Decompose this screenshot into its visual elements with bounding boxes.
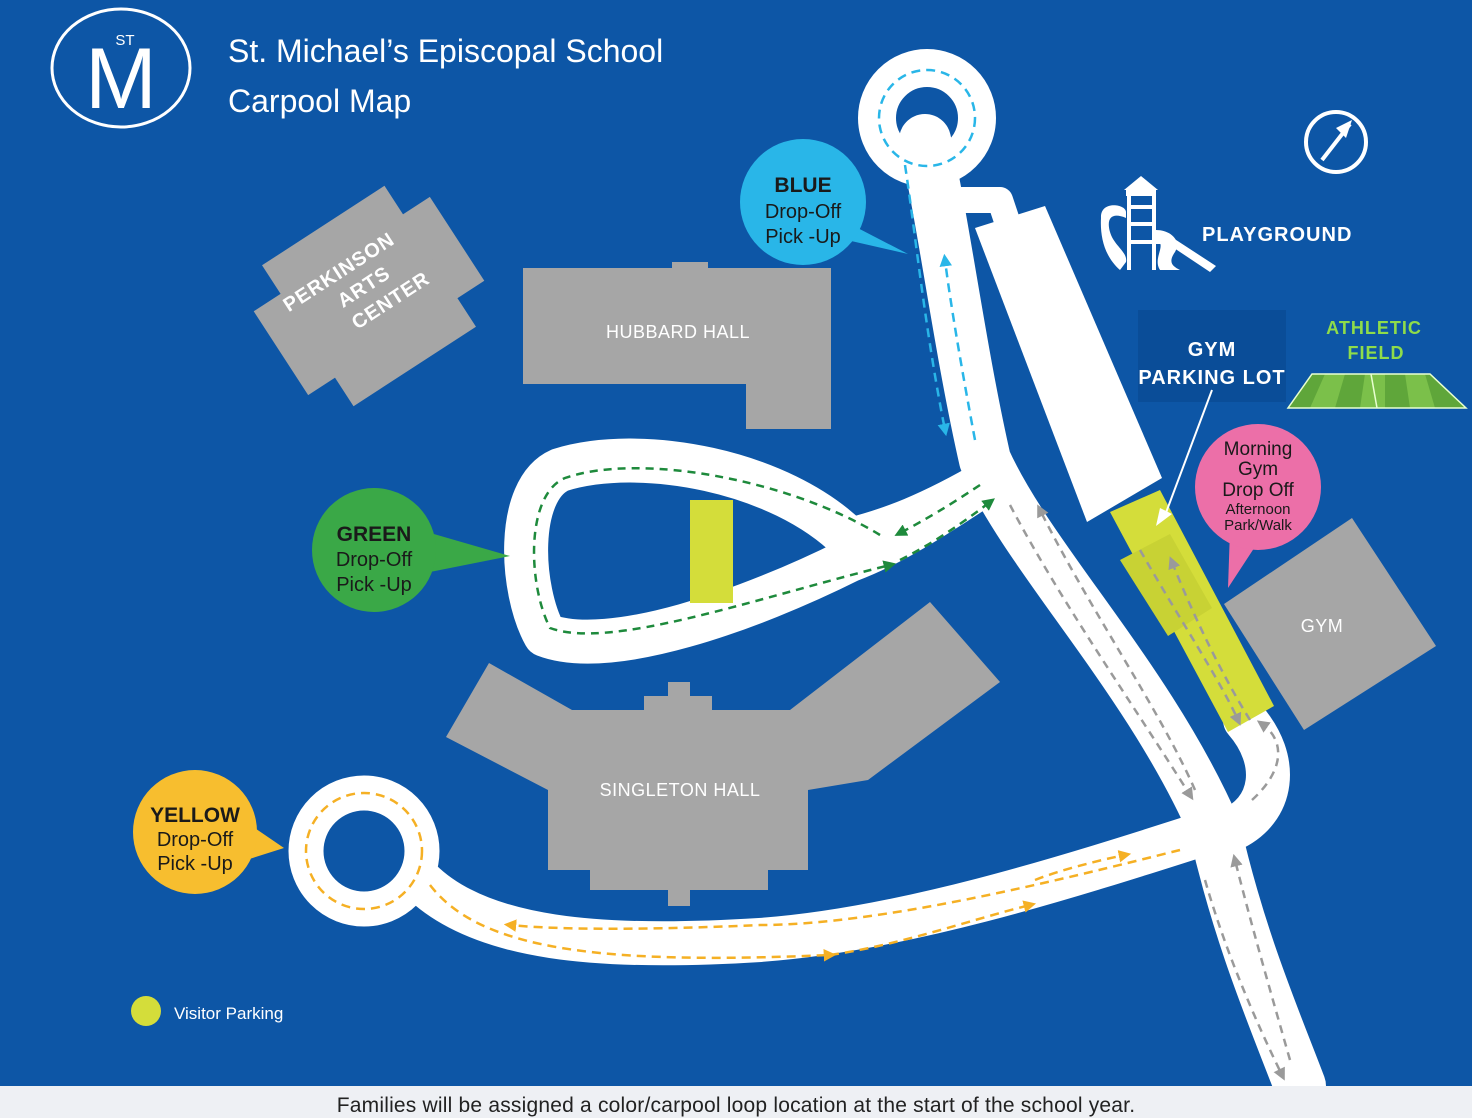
gym-lot-label-line2: PARKING LOT bbox=[1138, 367, 1285, 389]
footer: Families will be assigned a color/carpoo… bbox=[0, 1086, 1472, 1118]
carpool-map: PERKINSON ARTS CENTER HUBBARD HALL SINGL… bbox=[0, 0, 1472, 1086]
gym-lot-pointer bbox=[1163, 389, 1213, 519]
athletic-field-label-line1: ATHLETIC bbox=[1326, 318, 1422, 338]
singleton-hall-label: SINGLETON HALL bbox=[600, 780, 761, 800]
yellow-route bbox=[304, 791, 1181, 962]
blue-callout-line2: Pick -Up bbox=[765, 226, 841, 248]
perkinson-arts-center: PERKINSON ARTS CENTER bbox=[253, 185, 485, 407]
blue-callout-line1: Drop-Off bbox=[765, 201, 842, 223]
visitor-parking-legend-label: Visitor Parking bbox=[174, 1004, 283, 1023]
gym-lot-label-box bbox=[1138, 310, 1286, 402]
gym-building: GYM bbox=[1224, 518, 1436, 730]
logo-letter: M bbox=[85, 31, 157, 127]
gym-callout-line2: Gym bbox=[1238, 459, 1278, 480]
blue-callout-title: BLUE bbox=[774, 174, 831, 197]
singleton-hall: SINGLETON HALL bbox=[446, 602, 1000, 906]
green-callout-line2: Pick -Up bbox=[336, 574, 412, 596]
green-callout-line1: Drop-Off bbox=[336, 549, 413, 571]
gym-callout-line4: Afternoon bbox=[1225, 501, 1290, 518]
playground-icon bbox=[1100, 176, 1216, 272]
blue-route bbox=[877, 68, 977, 441]
yellow-callout-title: YELLOW bbox=[150, 804, 240, 827]
roads bbox=[288, 49, 1326, 1086]
logo-superscript: ST bbox=[115, 32, 134, 49]
yellow-callout-line1: Drop-Off bbox=[157, 829, 234, 851]
playground-label: PLAYGROUND bbox=[1202, 224, 1352, 246]
yellow-callout: YELLOW Drop-Off Pick -Up bbox=[133, 770, 284, 894]
gym-callout-line1: Morning bbox=[1224, 439, 1293, 460]
gym-label: GYM bbox=[1301, 616, 1344, 636]
green-route bbox=[532, 466, 995, 635]
hubbard-hall-label: HUBBARD HALL bbox=[606, 322, 750, 342]
gym-parking-lot bbox=[975, 206, 1162, 522]
gym-callout-line5: Park/Walk bbox=[1224, 517, 1292, 534]
blue-callout: BLUE Drop-Off Pick -Up bbox=[740, 139, 908, 265]
yellow-callout-line2: Pick -Up bbox=[157, 853, 233, 875]
map-subtitle: Carpool Map bbox=[228, 83, 411, 119]
visitor-parking-spot bbox=[690, 500, 733, 603]
athletic-field-icon bbox=[1286, 373, 1468, 409]
gym-callout-line3: Drop Off bbox=[1222, 480, 1294, 501]
green-callout: GREEN Drop-Off Pick -Up bbox=[312, 488, 510, 612]
footer-note: Families will be assigned a color/carpoo… bbox=[336, 1094, 1136, 1117]
athletic-field-label-line2: FIELD bbox=[1348, 343, 1405, 363]
green-callout-title: GREEN bbox=[337, 523, 412, 546]
visitor-parking-legend-swatch bbox=[131, 996, 161, 1026]
north-arrow-icon bbox=[1304, 110, 1368, 174]
school-logo: M ST bbox=[50, 7, 192, 129]
gym-lot-label-line1: GYM bbox=[1188, 339, 1237, 361]
map-title: St. Michael’s Episcopal School bbox=[228, 33, 663, 69]
gym-callout: Morning Gym Drop Off Afternoon Park/Walk bbox=[1195, 424, 1321, 588]
gray-route bbox=[1008, 504, 1292, 1081]
hubbard-hall: HUBBARD HALL bbox=[523, 262, 831, 429]
